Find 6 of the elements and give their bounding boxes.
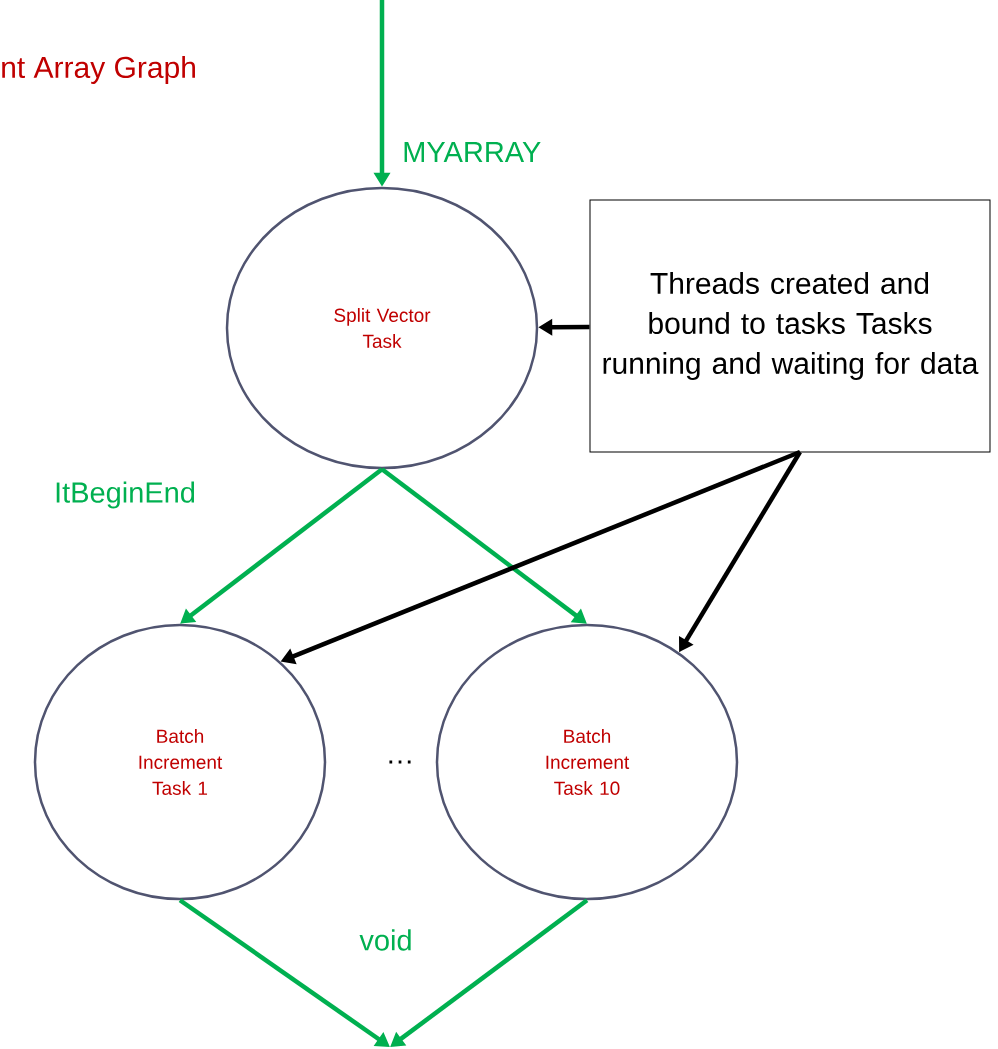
title: nt Array Graph [2, 56, 195, 84]
callout-box: Threads created and bound to tasks Tasks running and waiting for data [589, 199, 991, 453]
data-label: ItBeginEnd [56, 481, 195, 509]
data-label: void [359, 929, 411, 951]
ellipsis: … [389, 760, 411, 764]
edge-label: MYARRAY [404, 142, 541, 162]
